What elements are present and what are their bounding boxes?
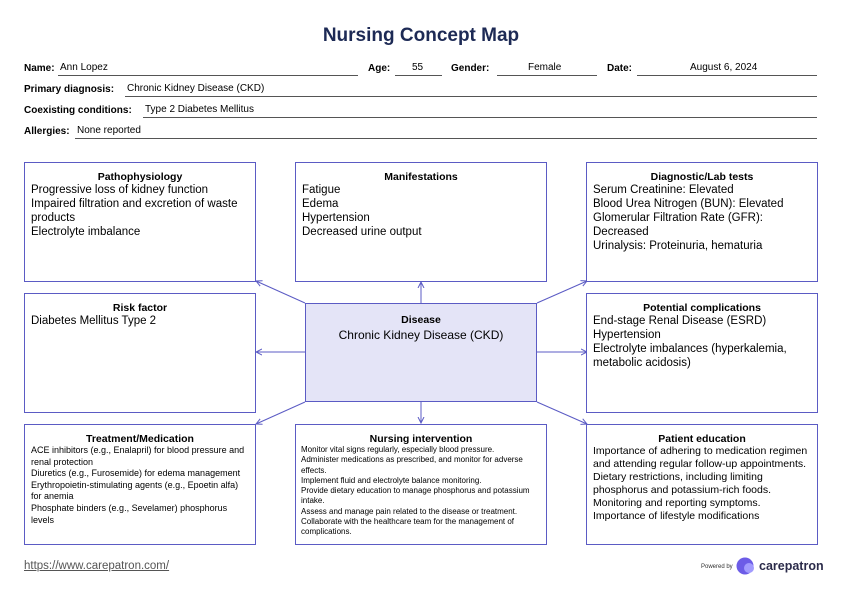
age-underline [395, 75, 442, 76]
list-item: Impaired filtration and excretion of was… [31, 198, 238, 224]
education-heading: Patient education [658, 433, 746, 445]
list-item: Erythropoietin-stimulating agents (e.g.,… [31, 479, 239, 502]
list-item: Collaborate with the healthcare team for… [301, 517, 515, 537]
arrow-to-diagnostic [536, 281, 587, 304]
diagnostic-box: Diagnostic/Lab tests Serum Creatinine: E… [586, 162, 818, 282]
name-label: Name: [24, 63, 55, 74]
list-item: Administer medications as prescribed, an… [301, 455, 523, 475]
arrow-to-education [536, 401, 587, 424]
pathophysiology-box: Pathophysiology Progressive loss of kidn… [24, 162, 256, 282]
allergies-value[interactable]: None reported [77, 125, 141, 136]
list-item: Diabetes Mellitus Type 2 [31, 315, 157, 327]
list-item: Serum Creatinine: Elevated [593, 184, 734, 196]
treatment-items: ACE inhibitors (e.g., Enalapril) for blo… [25, 445, 255, 526]
list-item: Importance of adhering to medication reg… [593, 445, 808, 470]
list-item: Monitoring and reporting symptoms. [593, 497, 761, 509]
gender-label: Gender: [451, 63, 490, 74]
manifestations-box: Manifestations Fatigue Edema Hypertensio… [295, 162, 547, 282]
primary-diagnosis-label: Primary diagnosis: [24, 84, 115, 95]
intervention-items: Monitor vital signs regularly, especiall… [296, 445, 546, 538]
education-items: Importance of adhering to medication reg… [587, 445, 817, 523]
name-underline [58, 75, 358, 76]
complications-heading: Potential complications [643, 302, 761, 314]
disease-value: Chronic Kidney Disease (CKD) [338, 328, 504, 342]
list-item: Electrolyte imbalances (hyperkalemia, me… [593, 343, 787, 369]
risk-factor-items: Diabetes Mellitus Type 2 [25, 314, 255, 328]
page-title: Nursing Concept Map [322, 25, 520, 46]
education-box: Patient education Importance of adhering… [586, 424, 818, 545]
complications-box: Potential complications End-stage Renal … [586, 293, 818, 413]
manifestations-items: Fatigue Edema Hypertension Decreased uri… [296, 183, 546, 239]
gender-underline [497, 75, 597, 76]
age-label: Age: [368, 63, 391, 74]
treatment-heading: Treatment/Medication [86, 433, 194, 445]
list-item: Edema [302, 198, 339, 210]
carepatron-logo-icon [736, 557, 754, 575]
list-item: Electrolyte imbalance [31, 226, 141, 238]
list-item: Assess and manage pain related to the di… [301, 506, 518, 516]
coexisting-label: Coexisting conditions: [24, 105, 132, 116]
date-label: Date: [607, 63, 633, 74]
allergies-label: Allergies: [24, 126, 70, 137]
treatment-box: Treatment/Medication ACE inhibitors (e.g… [24, 424, 256, 545]
coexisting-underline [143, 117, 817, 118]
list-item: Hypertension [302, 212, 370, 224]
list-item: End-stage Renal Disease (ESRD) [593, 315, 767, 327]
list-item: Dietary restrictions, including limiting… [593, 471, 772, 496]
list-item: ACE inhibitors (e.g., Enalapril) for blo… [31, 445, 245, 467]
name-value[interactable]: Ann Lopez [60, 62, 108, 73]
pathophysiology-heading: Pathophysiology [97, 171, 183, 183]
arrow-to-pathophysiology [256, 281, 306, 304]
powered-by-label: Powered by [701, 564, 733, 570]
list-item: Diuretics (e.g., Furosemide) for edema m… [31, 468, 241, 479]
date-underline [637, 75, 817, 76]
risk-factor-box: Risk factor Diabetes Mellitus Type 2 [24, 293, 256, 413]
diagnostic-items: Serum Creatinine: Elevated Blood Urea Ni… [587, 183, 817, 253]
list-item: Glomerular Filtration Rate (GFR): Decrea… [593, 212, 763, 238]
list-item: Importance of lifestyle modifications [593, 510, 760, 522]
list-item: Implement fluid and electrolyte balance … [301, 475, 482, 485]
brand-name: carepatron [759, 559, 824, 573]
primary-diagnosis-underline [125, 96, 817, 97]
intervention-heading: Nursing intervention [369, 433, 473, 445]
pathophysiology-items: Progressive loss of kidney function Impa… [25, 183, 255, 239]
disease-box: Disease Chronic Kidney Disease (CKD) [305, 303, 537, 402]
date-value[interactable]: August 6, 2024 [690, 62, 758, 73]
list-item: Hypertension [593, 329, 661, 341]
complications-items: End-stage Renal Disease (ESRD) Hypertens… [587, 314, 817, 370]
list-item: Phosphate binders (e.g., Sevelamer) phos… [31, 502, 228, 525]
diagnostic-heading: Diagnostic/Lab tests [650, 171, 754, 183]
primary-diagnosis-value[interactable]: Chronic Kidney Disease (CKD) [127, 83, 265, 94]
coexisting-value[interactable]: Type 2 Diabetes Mellitus [145, 104, 254, 115]
disease-heading: Disease [401, 314, 441, 326]
list-item: Blood Urea Nitrogen (BUN): Elevated [593, 198, 784, 210]
list-item: Monitor vital signs regularly, especiall… [301, 445, 495, 454]
list-item: Provide dietary education to manage phos… [301, 486, 530, 506]
arrow-to-treatment [256, 401, 306, 424]
gender-value[interactable]: Female [528, 62, 562, 73]
list-item: Decreased urine output [302, 226, 422, 238]
list-item: Fatigue [302, 184, 341, 196]
manifestations-heading: Manifestations [384, 171, 458, 183]
list-item: Urinalysis: Proteinuria, hematuria [593, 240, 763, 252]
carepatron-link[interactable]: https://www.carepatron.com/ [24, 560, 170, 572]
list-item: Progressive loss of kidney function [31, 184, 209, 196]
allergies-underline [75, 138, 817, 139]
intervention-box: Nursing intervention Monitor vital signs… [295, 424, 547, 545]
age-value[interactable]: 55 [412, 62, 424, 73]
risk-factor-heading: Risk factor [112, 302, 168, 314]
